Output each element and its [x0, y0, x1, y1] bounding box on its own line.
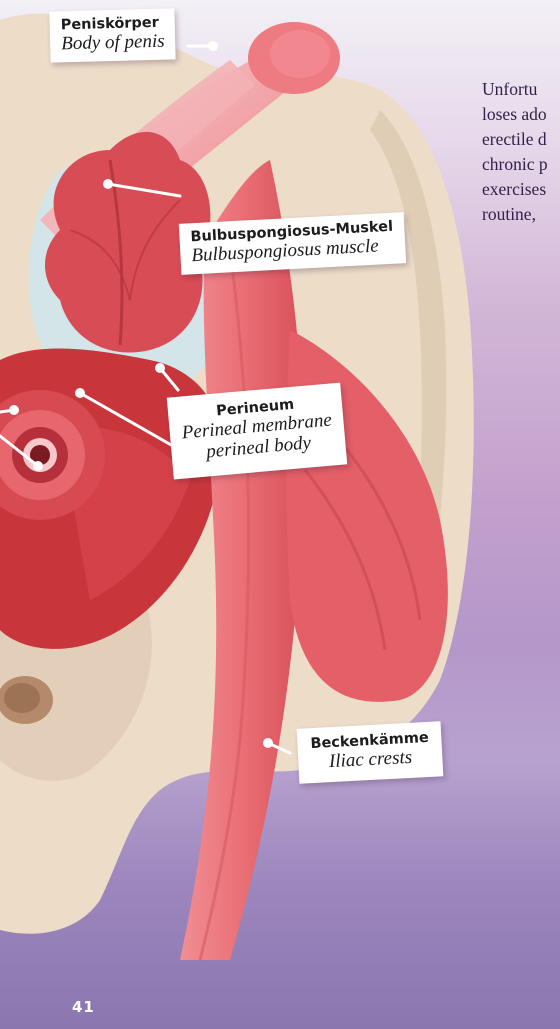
body-line: routine, [482, 202, 560, 227]
label-iliac-crests: Beckenkämme Iliac crests [297, 721, 444, 783]
label-body-of-penis: Peniskörper Body of penis [49, 8, 176, 62]
label-english-text: Body of penis [61, 31, 165, 55]
page-number: 41 [72, 998, 95, 1016]
body-line: chronic p [482, 152, 560, 177]
body-paragraph: Unfortu loses ado erectile d chronic p e… [482, 77, 560, 227]
label-perineum: Perineum Perineal membrane perineal body [167, 383, 348, 480]
body-line: exercises [482, 177, 560, 202]
body-line: Unfortu [482, 77, 560, 102]
body-line: erectile d [482, 127, 560, 152]
body-line: loses ado [482, 102, 560, 127]
